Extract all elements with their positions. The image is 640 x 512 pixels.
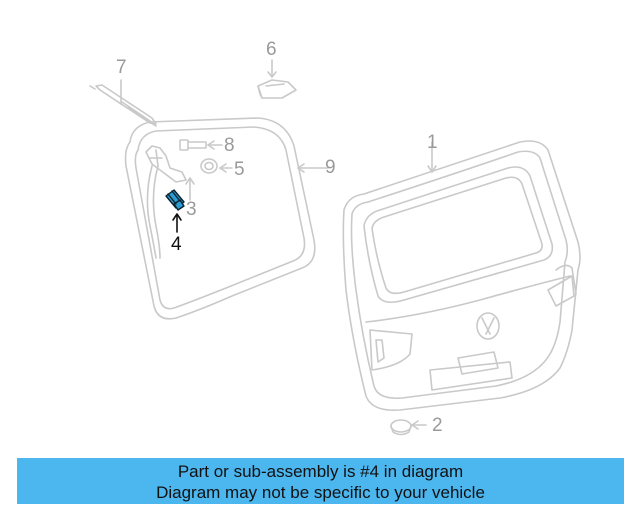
part-8-bolt (179, 139, 223, 151)
callout-6: 6 (266, 39, 277, 60)
callout-8: 8 (224, 135, 235, 156)
callout-3: 3 (186, 199, 197, 220)
part-9-rear-glass (124, 117, 329, 320)
part-1-liftgate (342, 140, 581, 412)
part-2-plug (390, 419, 427, 436)
part-5-nut (200, 158, 233, 174)
callout-4: 4 (171, 234, 182, 255)
info-banner: Part or sub-assembly is #4 in diagram Di… (17, 458, 624, 504)
part-7-lift-support-strut (89, 79, 157, 127)
part-4-bolt-highlighted (165, 189, 185, 233)
callout-7: 7 (116, 57, 127, 78)
callout-2: 2 (432, 415, 443, 436)
banner-line-2: Diagram may not be specific to your vehi… (156, 483, 485, 502)
banner-line-1: Part or sub-assembly is #4 in diagram (177, 462, 464, 481)
part-6-clip (257, 59, 297, 99)
callout-5: 5 (234, 159, 245, 180)
callout-9: 9 (325, 157, 336, 178)
callout-1: 1 (427, 132, 438, 153)
exploded-parts-diagram (89, 59, 581, 436)
part-3-hinge (145, 145, 195, 259)
